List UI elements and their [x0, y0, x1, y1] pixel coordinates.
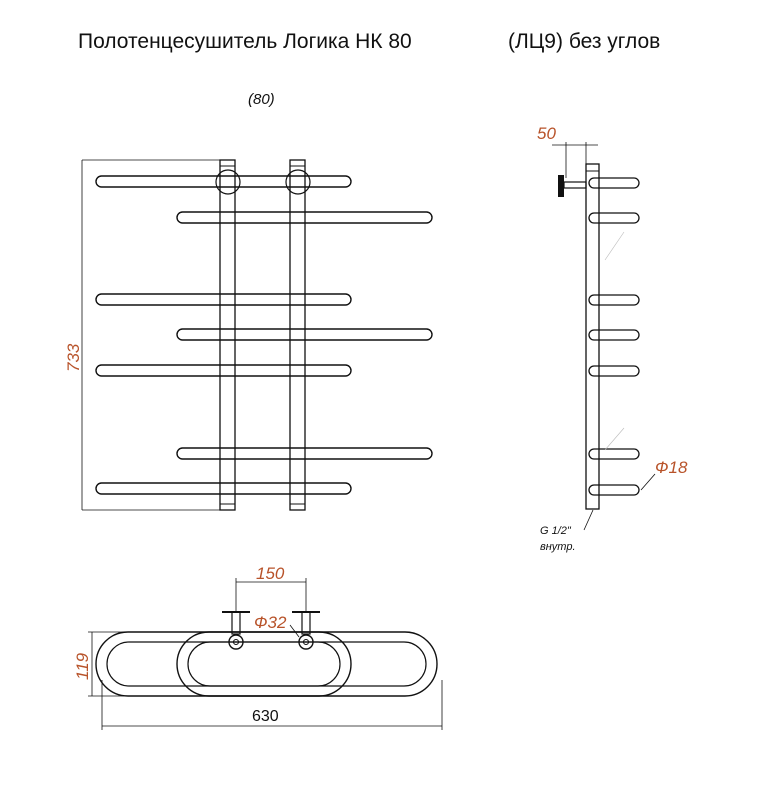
front-rail-3: [95, 293, 352, 306]
front-rail-6: [176, 447, 433, 460]
title-left: Полотенцесушитель Логика НК 80: [78, 30, 412, 53]
side-depth-dimension: 50: [537, 124, 556, 143]
front-right-post: [289, 159, 306, 511]
front-rail-5: [95, 364, 352, 377]
front-rail-1: [95, 175, 352, 188]
side-view: 50 Ф18 G 1/2" внутр.: [537, 124, 688, 553]
thread-note-inner: внутр.: [540, 541, 576, 553]
top-view: 150 Ф32 119 630: [73, 564, 443, 730]
front-rail-4: [176, 328, 433, 341]
side-rail-bottom: [588, 484, 640, 496]
width-dimension: 630: [252, 708, 279, 725]
pipe-diameter: Ф32: [254, 613, 287, 632]
height-dimension: 733: [64, 343, 83, 372]
right-bracket: [301, 611, 311, 635]
left-bracket: [231, 611, 241, 635]
top-depth-dimension: 119: [73, 652, 92, 680]
front-view: (80) 733: [64, 91, 433, 511]
right-pipe-section: [298, 634, 314, 650]
bar-diameter: Ф18: [655, 458, 688, 477]
front-rail-2: [176, 211, 433, 224]
front-rail-7: [95, 482, 352, 495]
left-pipe-section: [228, 634, 244, 650]
front-view-label: (80): [248, 91, 275, 108]
inner-loop: [176, 631, 438, 697]
center-distance-dimension: 150: [256, 564, 285, 583]
thread-note: G 1/2": [540, 525, 572, 537]
wall-fitting: [558, 175, 564, 197]
title-right: (ЛЦ9) без углов: [508, 30, 660, 53]
side-post: [585, 163, 600, 510]
